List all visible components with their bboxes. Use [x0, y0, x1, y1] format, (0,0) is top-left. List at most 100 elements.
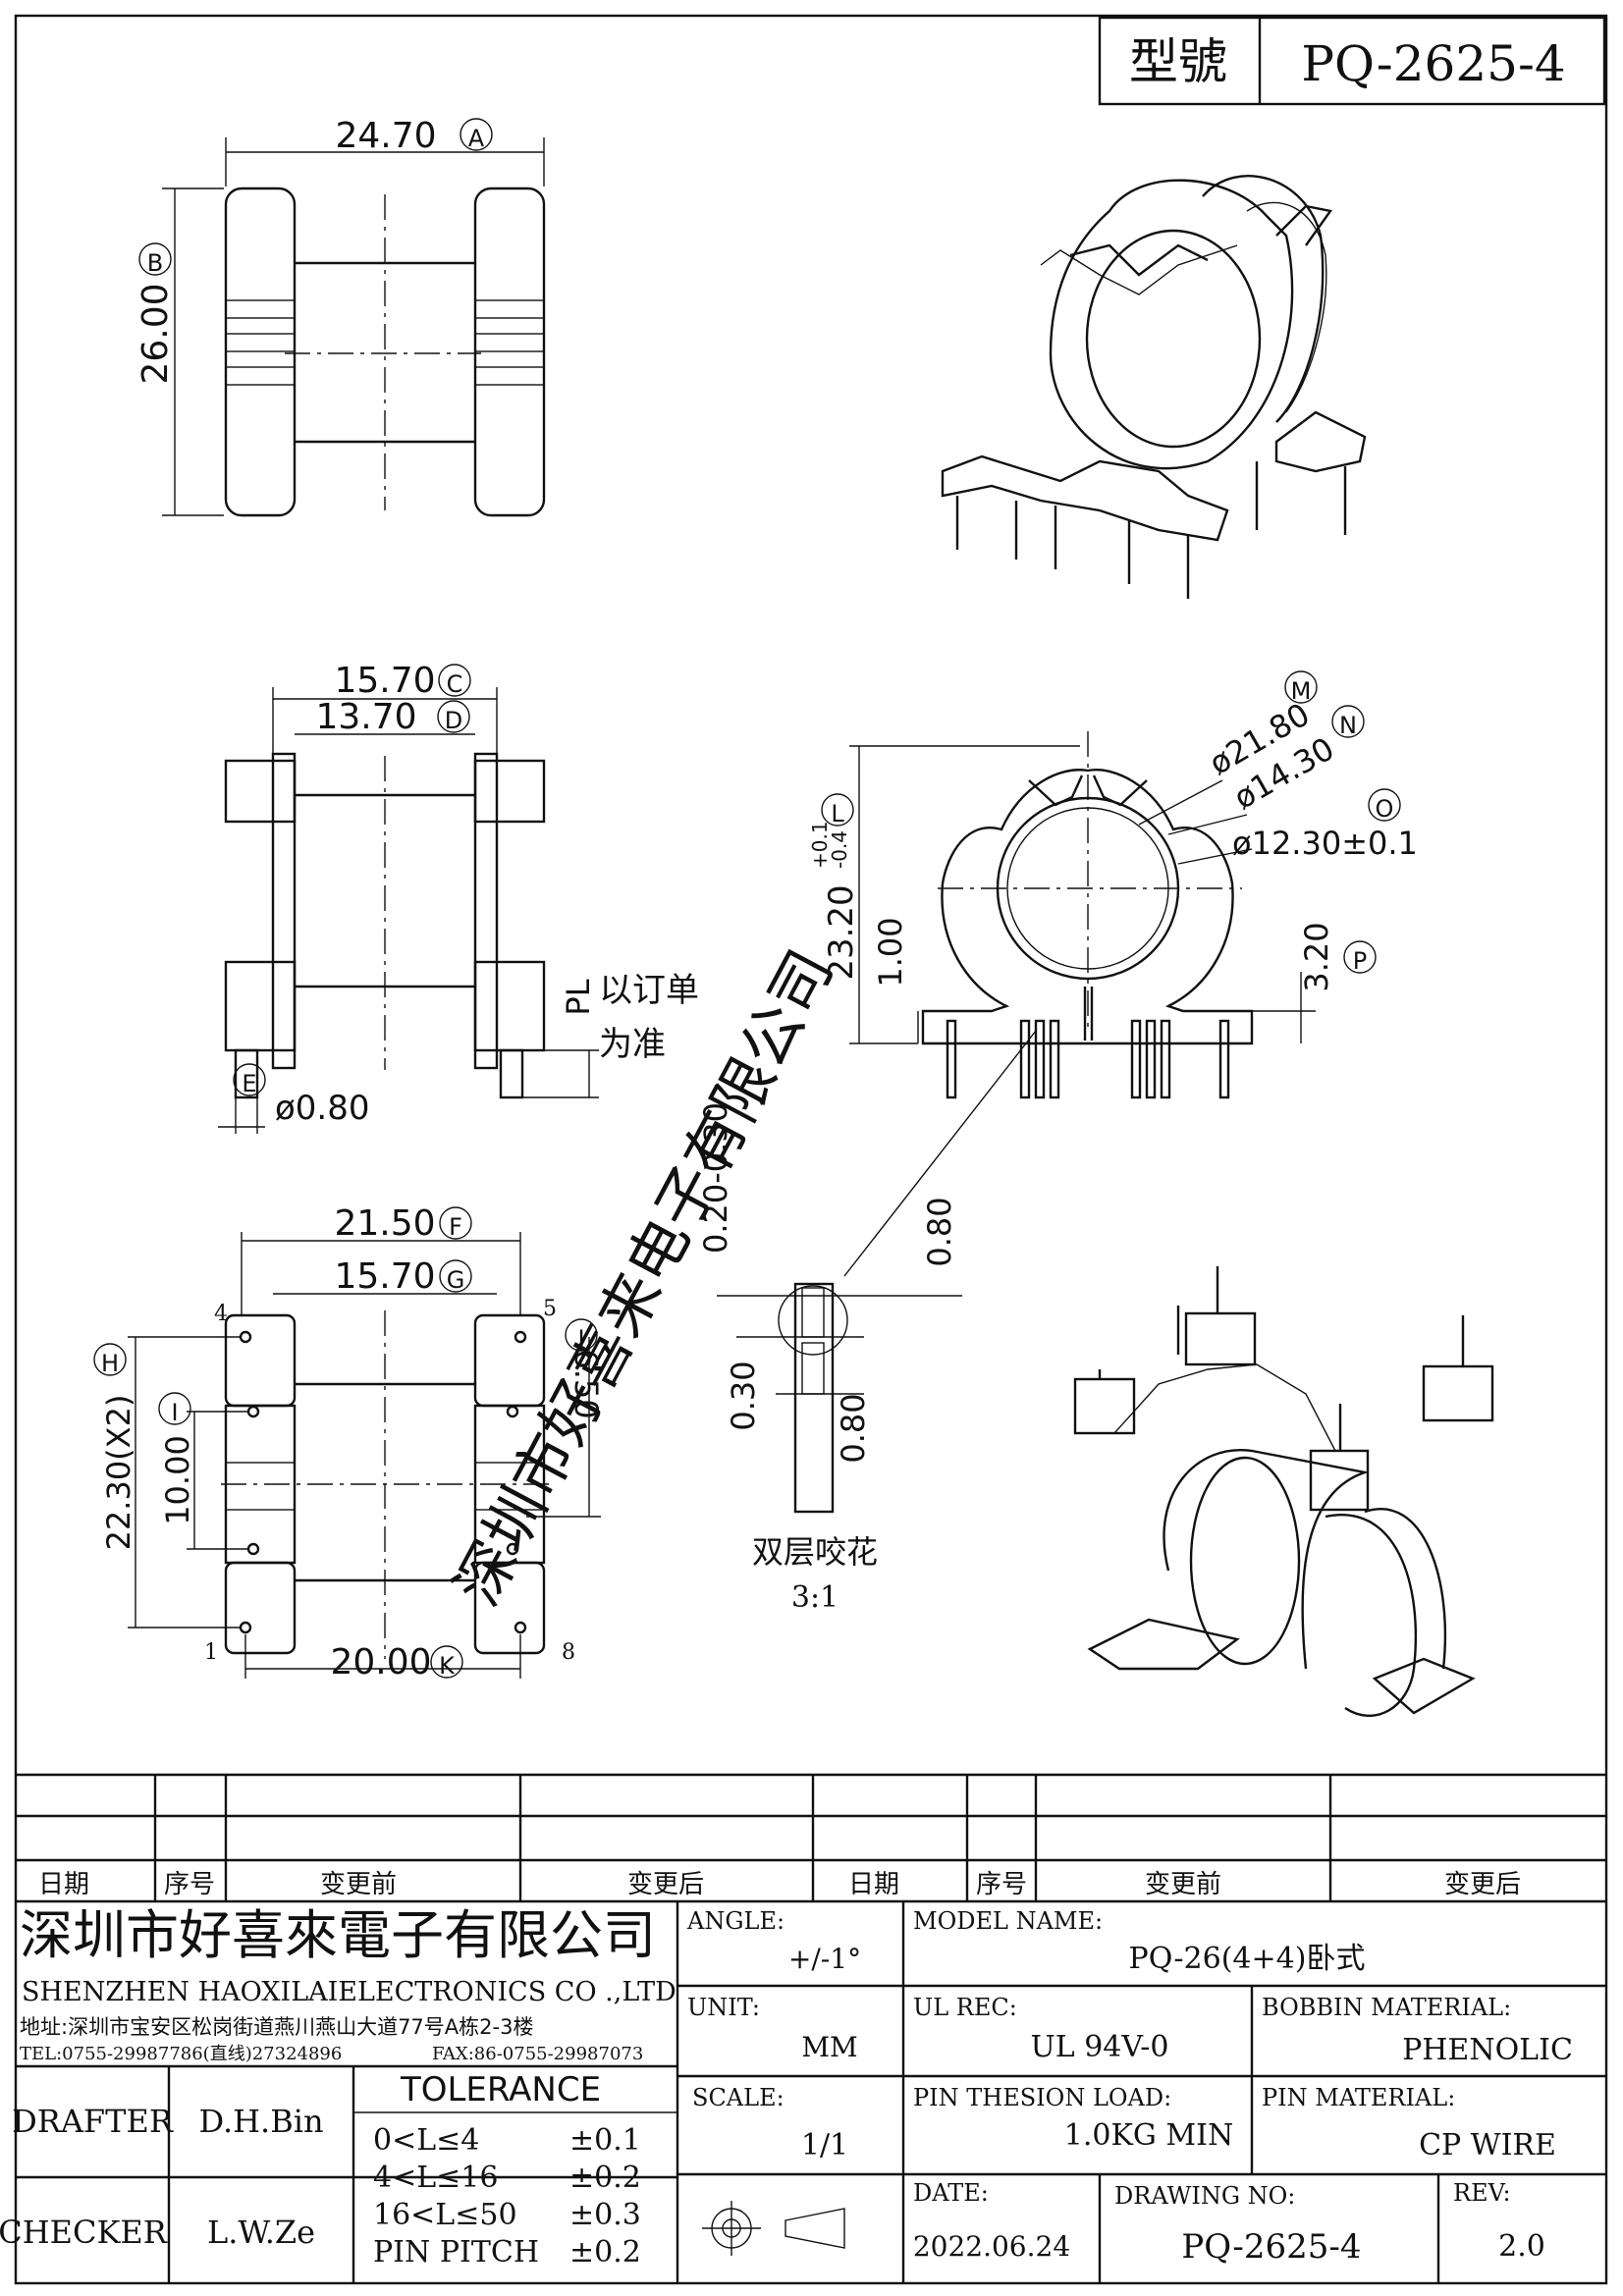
unit-value: MM	[801, 2031, 857, 2063]
dim-tag-h: H	[101, 1350, 119, 1377]
scale-value: 1/1	[801, 2128, 848, 2163]
dim-front-tol-minus: -0.4	[828, 830, 851, 869]
model-value: PQ-2625-4	[1301, 35, 1565, 92]
checker-value: L.W.Ze	[207, 2214, 315, 2251]
date-label: DATE:	[913, 2179, 989, 2207]
dim-side-inner: 13.70	[315, 697, 416, 737]
tol-range-3: 16<L≤50	[373, 2198, 517, 2232]
pin-material-value: CP WIRE	[1419, 2128, 1556, 2163]
drafter-value: D.H.Bin	[198, 2103, 323, 2140]
dim-dia-inner: ø12.30±0.1	[1232, 825, 1418, 862]
rev-header-after-2: 变更后	[1444, 1870, 1521, 1899]
title-block: 深圳市好喜來電子有限公司 SHENZHEN HAOXILAIELECTRONIC…	[0, 1901, 1606, 2283]
dim-tag-g: G	[447, 1266, 465, 1294]
pin-number-1: 1	[204, 1640, 218, 1665]
dim-pin-pitch-x: 20.00	[330, 1642, 431, 1682]
model-header: 型號 PQ-2625-4	[1098, 16, 1606, 106]
dim-tag-m: M	[1291, 677, 1312, 705]
sheet-border	[14, 14, 1608, 2285]
dim-tag-a: A	[468, 125, 485, 152]
ul-rec-value: UL 94V-0	[1030, 2030, 1168, 2064]
drawing-no-value: PQ-2625-4	[1181, 2227, 1361, 2267]
company-address: 地址:深圳市宝安区松岗街道燕川燕山大道77号A栋2-3楼	[20, 2015, 533, 2039]
detail-dim-b: 0.80	[921, 1197, 958, 1266]
rev-header-seq-1: 序号	[164, 1870, 215, 1899]
rev-label: REV:	[1453, 2179, 1511, 2207]
drawing-no-label: DRAWING NO:	[1114, 2182, 1295, 2210]
pin-load-label: PIN THESION LOAD:	[913, 2084, 1171, 2111]
detail-scale: 3:1	[791, 1580, 839, 1615]
company-tel: TEL:0755-29987786(直线)27324896	[20, 2044, 342, 2064]
rev-header-date-1: 日期	[38, 1870, 89, 1899]
model-label: 型號	[1129, 33, 1227, 90]
rev-header-seq-2: 序号	[976, 1870, 1027, 1899]
detail-dim-d: 0.80	[835, 1393, 872, 1463]
dim-top-width: 24.70	[335, 116, 436, 156]
revision-table: 日期 序号 变更前 变更后 日期 序号 变更前 变更后	[16, 1773, 1606, 1903]
dim-pin-row: 6.50	[568, 1349, 605, 1418]
scale-label: SCALE:	[692, 2084, 784, 2111]
rev-value: 2.0	[1498, 2229, 1545, 2264]
pin-number-4: 4	[214, 1302, 228, 1326]
dim-tag-d: D	[445, 707, 462, 734]
dim-tag-i: I	[171, 1399, 178, 1426]
tol-value-1: ±0.1	[569, 2123, 641, 2158]
company-name-en: SHENZHEN HAOXILAIELECTRONICS CO .,LTD	[22, 1977, 676, 2007]
pin-number-8: 8	[562, 1640, 575, 1665]
pin-number-5: 5	[543, 1297, 557, 1321]
model-name-value: PQ-26(4+4)卧式	[1129, 1942, 1366, 1976]
bottom-view: 4 5 1 8 21.50 F 15.70 G 22.30(X2) H 10.0…	[93, 1203, 605, 1682]
pin-load-value: 1.0KG MIN	[1064, 2118, 1233, 2153]
rev-header-before-1: 变更前	[320, 1870, 397, 1899]
ul-rec-label: UL REC:	[913, 1994, 1017, 2021]
dim-tag-l: L	[831, 800, 844, 828]
dim-tag-e: E	[242, 1070, 256, 1097]
dim-tag-b: B	[147, 249, 163, 277]
dim-tag-n: N	[1339, 712, 1357, 739]
tol-value-2: ±0.2	[569, 2161, 641, 2195]
dim-tag-k: K	[439, 1652, 456, 1680]
dim-front-height: 23.20	[822, 884, 861, 980]
projection-symbol	[702, 2201, 845, 2256]
angle-value: +/-1°	[788, 1943, 861, 1975]
dim-side-outer: 15.70	[334, 661, 435, 701]
tol-range-4: PIN PITCH	[373, 2235, 539, 2269]
tol-value-4: ±0.2	[569, 2235, 641, 2269]
bobbin-3d-view-bottom	[1073, 1266, 1494, 1718]
dim-tag-p: P	[1353, 947, 1367, 975]
tol-range-1: 0<L≤4	[373, 2123, 479, 2158]
detail-dim-a: 0.20-0.30	[697, 1102, 734, 1254]
rev-header-after-1: 变更后	[627, 1870, 704, 1899]
dim-tag-o: O	[1376, 795, 1394, 823]
dim-pin-span: 10.00	[159, 1435, 196, 1525]
company-name-cn: 深圳市好喜來電子有限公司	[20, 1904, 656, 1966]
front-view: 23.20 +0.1 -0.4 L 1.00 3.20 P ø21.80 M ø…	[808, 670, 1418, 1099]
dim-tag-j: J	[575, 1325, 584, 1353]
dim-pin-dia: ø0.80	[275, 1089, 370, 1128]
dim-tag-f: F	[449, 1213, 462, 1241]
dim-base-gap: 1.00	[872, 917, 909, 987]
company-fax: FAX:86-0755-29987073	[432, 2044, 643, 2064]
bobbin-material-value: PHENOLIC	[1402, 2033, 1573, 2067]
pl-note-2: 为准	[599, 1025, 666, 1064]
rev-header-before-2: 变更前	[1145, 1870, 1221, 1899]
dim-bottom-width: 21.50	[334, 1203, 435, 1244]
detail-caption: 双层咬花	[752, 1533, 878, 1571]
dim-top-height: 26.00	[135, 283, 176, 384]
pin-detail-view: 0.20-0.30 0.80 0.30 0.80 双层咬花 3:1	[697, 1030, 1037, 1615]
model-name-label: MODEL NAME:	[913, 1907, 1103, 1935]
side-view: 15.70 C 13.70 D PL 以订单 为准 ø0.80 E	[218, 661, 699, 1134]
checker-label: CHECKER	[0, 2214, 168, 2251]
bobbin-material-label: BOBBIN MATERIAL:	[1262, 1994, 1511, 2021]
pin-material-label: PIN MATERIAL:	[1262, 2084, 1455, 2111]
dim-front-tol-plus: +0.1	[808, 821, 832, 869]
dim-bottom-height: 22.30(X2)	[100, 1395, 137, 1551]
drafter-label: DRAFTER	[12, 2103, 174, 2140]
dim-bottom-inner: 15.70	[334, 1256, 435, 1297]
pl-note-1: 以订单	[599, 971, 699, 1010]
dim-standoff: 3.20	[1298, 922, 1335, 991]
unit-label: UNIT:	[687, 1994, 760, 2021]
tol-range-2: 4<L≤16	[373, 2161, 498, 2195]
angle-label: ANGLE:	[686, 1907, 784, 1935]
